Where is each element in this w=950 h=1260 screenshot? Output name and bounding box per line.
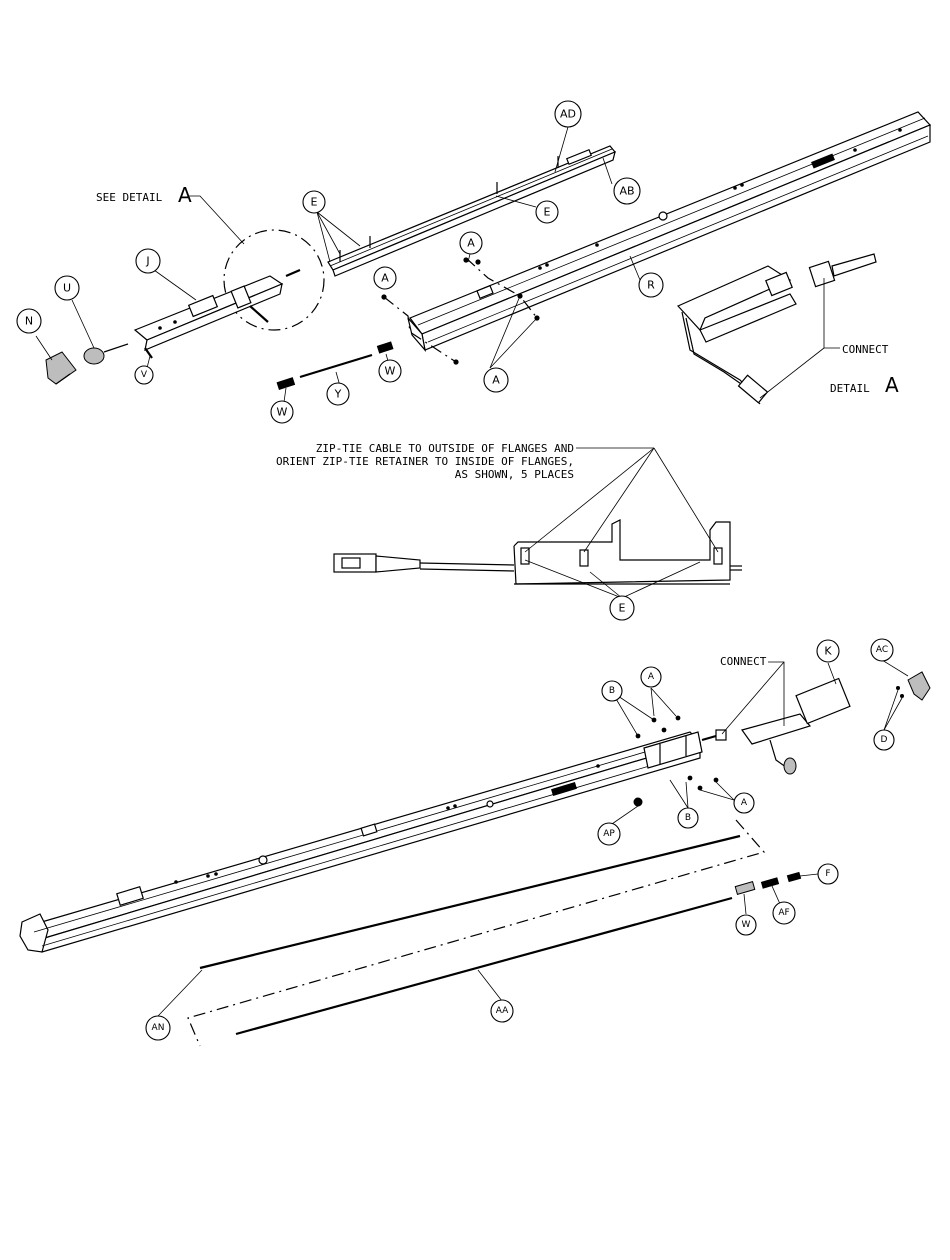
zip-tie-bracket (334, 520, 742, 584)
svg-text:B: B (609, 686, 615, 696)
svg-text:A: A (648, 672, 655, 682)
trolley-assembly-k (742, 678, 850, 774)
svg-text:U: U (63, 282, 71, 295)
svg-text:AA: AA (496, 1006, 509, 1016)
part-w-coupler (277, 378, 294, 390)
part-f-pin (787, 872, 800, 881)
callout-k: K (817, 640, 839, 662)
svg-text:ZIP-TIE CABLE TO OUTSIDE OF FL: ZIP-TIE CABLE TO OUTSIDE OF FLANGES AND (316, 442, 574, 455)
detail-letter: A (885, 373, 899, 397)
svg-text:D: D (881, 735, 888, 745)
svg-text:A: A (467, 237, 475, 250)
svg-text:R: R (647, 279, 655, 292)
svg-text:AP: AP (603, 829, 615, 839)
callout-b: B (678, 808, 698, 828)
callout-an: AN (146, 1016, 170, 1040)
svg-text:Y: Y (334, 388, 342, 401)
svg-text:AN: AN (152, 1023, 165, 1033)
svg-text:ORIENT ZIP-TIE RETAINER TO INS: ORIENT ZIP-TIE RETAINER TO INSIDE OF FLA… (276, 455, 574, 468)
svg-text:E: E (311, 196, 318, 209)
svg-text:W: W (385, 365, 396, 378)
svg-text:AS SHOWN, 5 PLACES: AS SHOWN, 5 PLACES (455, 468, 574, 481)
see-detail-letter: A (178, 183, 192, 207)
svg-text:J: J (145, 255, 149, 268)
callout-ac: AC (871, 639, 893, 661)
callout-w: W (271, 401, 293, 423)
callout-ad: AD (555, 101, 581, 127)
callout-a: A (641, 667, 661, 687)
svg-text:E: E (619, 602, 626, 615)
callout-e: E (303, 191, 325, 213)
callout-f: F (818, 864, 838, 884)
callout-b: B (602, 681, 622, 701)
connect-label: CONNECT (842, 343, 889, 356)
see-detail-label: SEE DETAIL (96, 191, 163, 204)
callout-aa: AA (491, 1000, 513, 1022)
callout-ab: AB (614, 178, 640, 204)
part-ac (896, 672, 930, 700)
callout-w: W (379, 360, 401, 382)
callout-a: A (484, 368, 508, 392)
connect-label: CONNECT (720, 655, 767, 668)
callout-ap: AP (598, 823, 620, 845)
callout-a: A (460, 232, 482, 254)
svg-text:AD: AD (560, 108, 576, 121)
part-u-knob (84, 344, 128, 364)
svg-text:N: N (25, 315, 33, 328)
callout-j: J (136, 249, 160, 273)
part-w-coupler (377, 342, 392, 353)
part-y-rod (300, 355, 372, 377)
part-af-spring (761, 878, 778, 888)
svg-text:A: A (741, 798, 748, 808)
svg-text:A: A (492, 374, 500, 387)
callout-a: A (734, 793, 754, 813)
part-n-stop (46, 352, 76, 384)
callout-y: Y (327, 383, 349, 405)
svg-text:E: E (544, 206, 551, 219)
svg-text:W: W (277, 406, 288, 419)
svg-text:W: W (742, 920, 751, 930)
callout-w: W (736, 915, 756, 935)
callout-a: A (374, 267, 396, 289)
svg-text:B: B (685, 813, 691, 823)
svg-text:A: A (381, 272, 389, 285)
callout-r: R (639, 273, 663, 297)
svg-text:AC: AC (876, 645, 888, 655)
part-w-coupler (735, 882, 755, 895)
rail-section-r (408, 112, 930, 350)
svg-text:K: K (824, 645, 832, 658)
carriage-j (135, 270, 300, 350)
part-v-screw (145, 348, 152, 358)
callout-e: E (610, 596, 634, 620)
svg-text:AF: AF (778, 908, 789, 918)
detail-label: DETAIL (830, 382, 870, 395)
callout-n: N (17, 309, 41, 333)
svg-text:AB: AB (619, 185, 634, 198)
callout-v: V (135, 366, 153, 384)
leaders-bottom (158, 660, 908, 1016)
svg-text:F: F (825, 869, 830, 879)
callout-af: AF (773, 902, 795, 924)
callout-d: D (874, 730, 894, 750)
rail-section-lower (20, 732, 700, 952)
callout-e: E (536, 201, 558, 223)
part-aa-rod (236, 898, 732, 1034)
svg-text:V: V (141, 370, 148, 380)
zip-tie-note: ZIP-TIE CABLE TO OUTSIDE OF FLANGES AND … (276, 442, 574, 481)
callout-u: U (55, 276, 79, 300)
